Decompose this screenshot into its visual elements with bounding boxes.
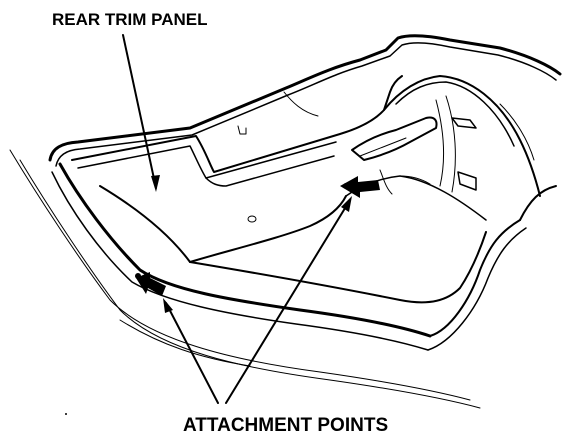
trunk-opening-outline bbox=[9, 34, 562, 409]
rear-trim-panel-lip bbox=[205, 155, 335, 187]
trunk-seal-outer bbox=[48, 34, 562, 162]
side-trim-handle-recess bbox=[351, 116, 438, 161]
attachment-leader-right bbox=[225, 199, 351, 404]
leader-lines bbox=[122, 34, 352, 404]
rear-trim-panel-clip bbox=[237, 125, 247, 135]
side-trim-inner-arc bbox=[395, 81, 515, 147]
side-trim-handle-line bbox=[359, 137, 407, 157]
rear-trim-panel-crease bbox=[283, 91, 319, 117]
side-trim-contour-4 bbox=[379, 169, 393, 195]
body-line-3 bbox=[119, 319, 251, 367]
attachment-point-markers bbox=[135, 176, 380, 296]
right-side-trim bbox=[351, 75, 541, 197]
attachment-point-right bbox=[343, 183, 349, 189]
rear-trim-panel-leader-arrowhead bbox=[151, 175, 160, 192]
body-line-1 bbox=[9, 149, 471, 401]
trunk-sill-inner bbox=[51, 171, 429, 351]
side-trim-contour-1 bbox=[435, 99, 444, 187]
rear-trim-panel-label: REAR TRIM PANEL bbox=[52, 10, 208, 29]
right-quarter-edge bbox=[519, 185, 557, 221]
side-trim-slot-lower bbox=[457, 171, 477, 191]
right-sill-curve-inner bbox=[427, 227, 527, 351]
rear-trim-panel-left-edge bbox=[99, 185, 191, 263]
attachment-points-label: ATTACHMENT POINTS bbox=[183, 415, 388, 436]
trunk-floor-front-edge bbox=[189, 231, 487, 304]
body-line-2 bbox=[19, 159, 481, 409]
trunk-seal-inner bbox=[55, 42, 557, 167]
side-trim-outline bbox=[383, 75, 541, 197]
rear-trim-panel-leader bbox=[122, 34, 157, 189]
trunk-sill-outer bbox=[58, 162, 432, 338]
attachment-leader-right-arrowhead bbox=[341, 196, 352, 212]
side-trim-contour-2 bbox=[445, 95, 456, 193]
rear-trim-panel-top-edge bbox=[71, 75, 403, 173]
attachment-point-left bbox=[135, 273, 141, 279]
rear-trim-panel-hole bbox=[247, 215, 257, 223]
rear-trim-panel bbox=[71, 75, 403, 263]
attachment-arrow-left bbox=[136, 272, 166, 296]
trunk-floor bbox=[189, 175, 487, 304]
right-sill-curve bbox=[429, 219, 521, 337]
stray-dot bbox=[65, 413, 67, 415]
rear-trim-panel-bottom-edge bbox=[189, 195, 347, 263]
side-trim-slot-upper bbox=[451, 117, 477, 129]
attachment-leader-left-arrowhead bbox=[163, 298, 173, 313]
trunk-floor-rear-edge-2 bbox=[399, 175, 431, 185]
attachment-arrow-right bbox=[340, 176, 380, 198]
side-trim-contour-3 bbox=[499, 103, 535, 161]
